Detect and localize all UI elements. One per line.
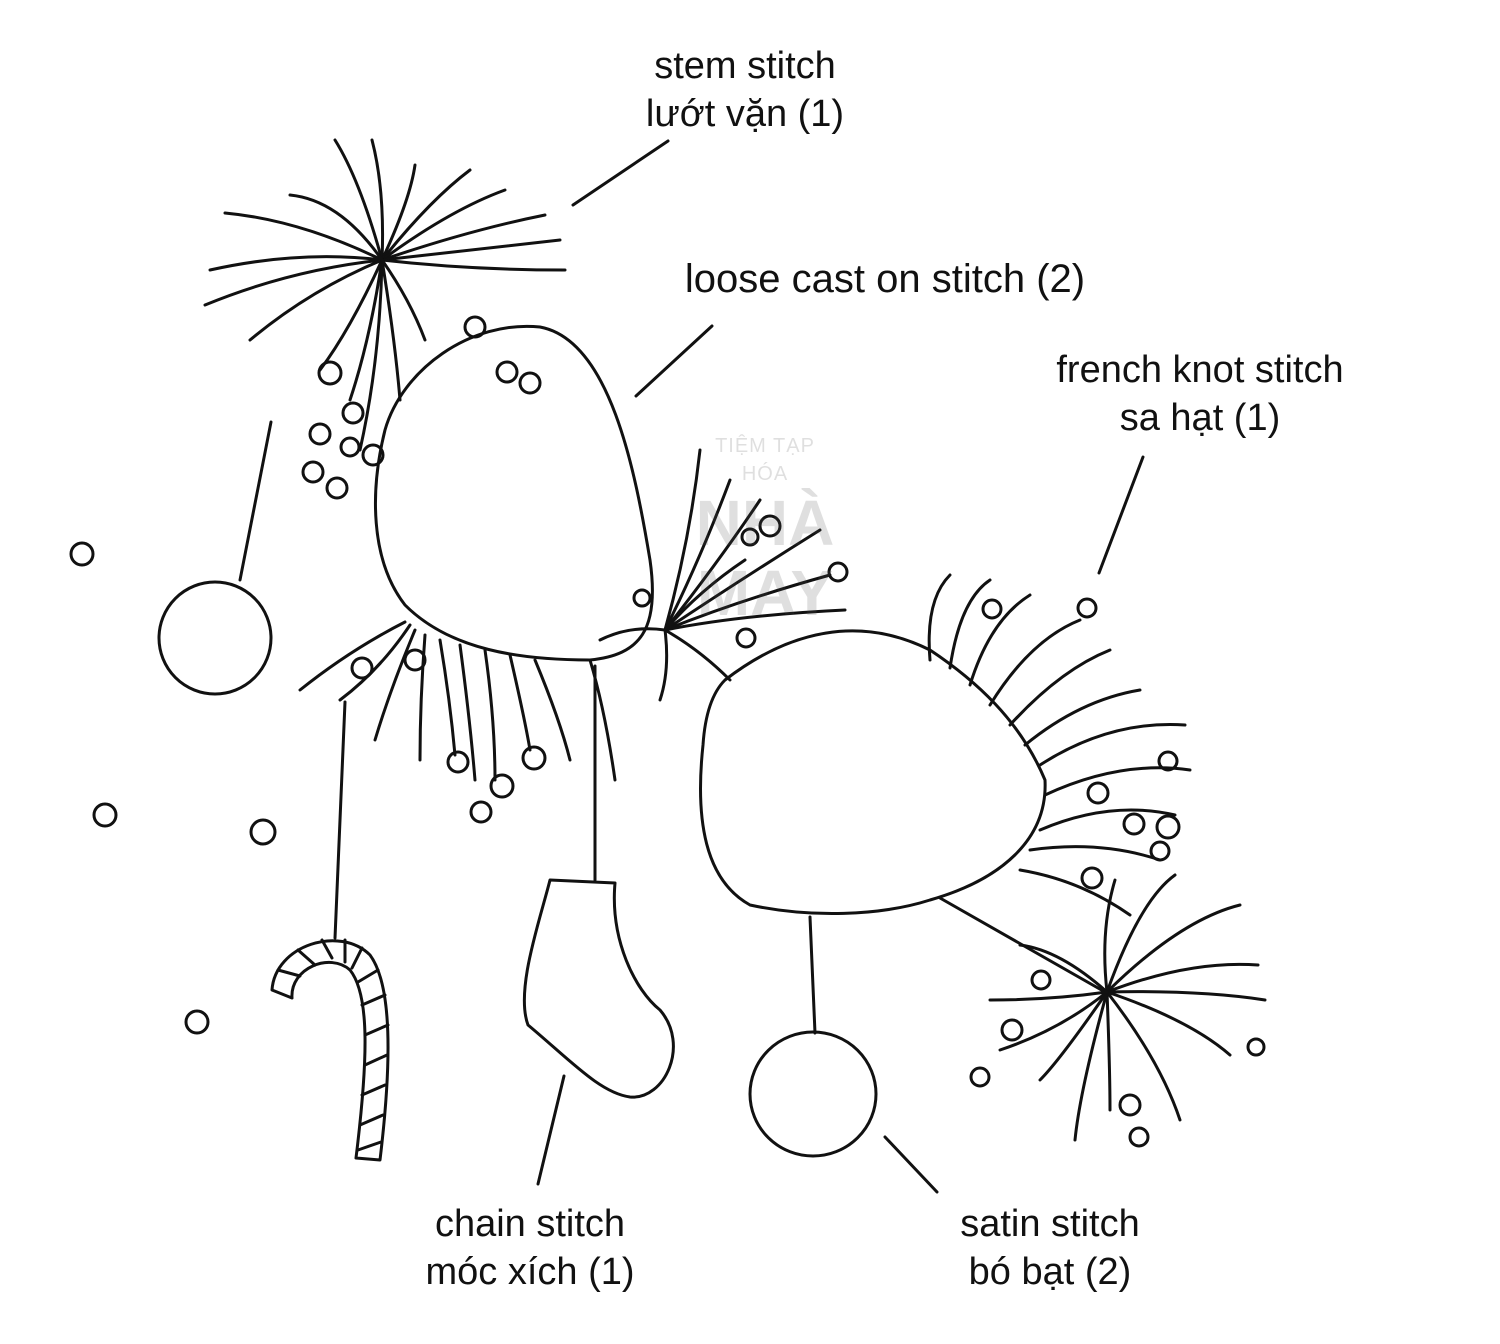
french-knots: [69, 315, 1266, 1148]
right-ornament: [699, 629, 1107, 1158]
right-ball: [748, 1030, 878, 1158]
watermark-line2: NHÀ: [695, 487, 835, 559]
label-satin-en: satin stitch: [960, 1203, 1140, 1245]
right-bauble-body: [699, 629, 1047, 916]
shop-watermark: TIỆM TẠP HÓA NHÀ MAY: [690, 432, 840, 662]
label-loose-en: loose cast on stitch (2): [684, 257, 1086, 301]
label-satin-vi: bó bạt (2): [968, 1251, 1132, 1293]
label-chain-en: chain stitch: [434, 1203, 626, 1245]
label-french-en: french knot stitch: [1056, 349, 1344, 391]
label-satin-stitch: satin stitch bó bạt (2): [915, 1200, 1185, 1296]
label-stem-en: stem stitch: [654, 45, 836, 87]
watermark-top: TIỆM TẠP HÓA: [715, 435, 815, 485]
label-french-vi: sa hạt (1): [1119, 397, 1281, 439]
left-ornament: [157, 324, 654, 940]
label-stem-vi: lướt vặn (1): [645, 93, 845, 135]
candy-cane: [270, 938, 390, 1162]
left-ball: [157, 580, 273, 696]
label-chain-vi: móc xích (1): [425, 1251, 635, 1293]
label-chain-stitch: chain stitch móc xích (1): [375, 1200, 685, 1296]
leader-lines: [536, 139, 1145, 1194]
label-stem-stitch: stem stitch lướt vặn (1): [600, 42, 890, 138]
stem-stitch-fringe-right: [927, 573, 1192, 917]
left-bauble-body: [374, 324, 654, 662]
stem-stitch-spray-bottom-right: [988, 873, 1267, 1142]
leader-french: [1097, 455, 1145, 575]
stocking: [522, 878, 675, 1099]
leader-loose: [634, 324, 714, 398]
leader-stem: [571, 139, 670, 207]
leader-satin: [883, 1135, 939, 1194]
stem-stitch-spray-middle: [598, 448, 847, 702]
stem-stitch-spray-top: [203, 138, 567, 452]
watermark-line3: MAY: [696, 557, 834, 629]
stem-stitch-fringe-left-bottom: [298, 620, 617, 782]
left-hanger: [238, 420, 273, 582]
cane-string: [333, 700, 347, 940]
label-loose-cast-on: loose cast on stitch (2): [640, 255, 1130, 303]
right-hanger: [808, 915, 817, 1035]
leader-chain: [536, 1074, 566, 1186]
label-french-knot: french knot stitch sa hạt (1): [1030, 346, 1370, 442]
